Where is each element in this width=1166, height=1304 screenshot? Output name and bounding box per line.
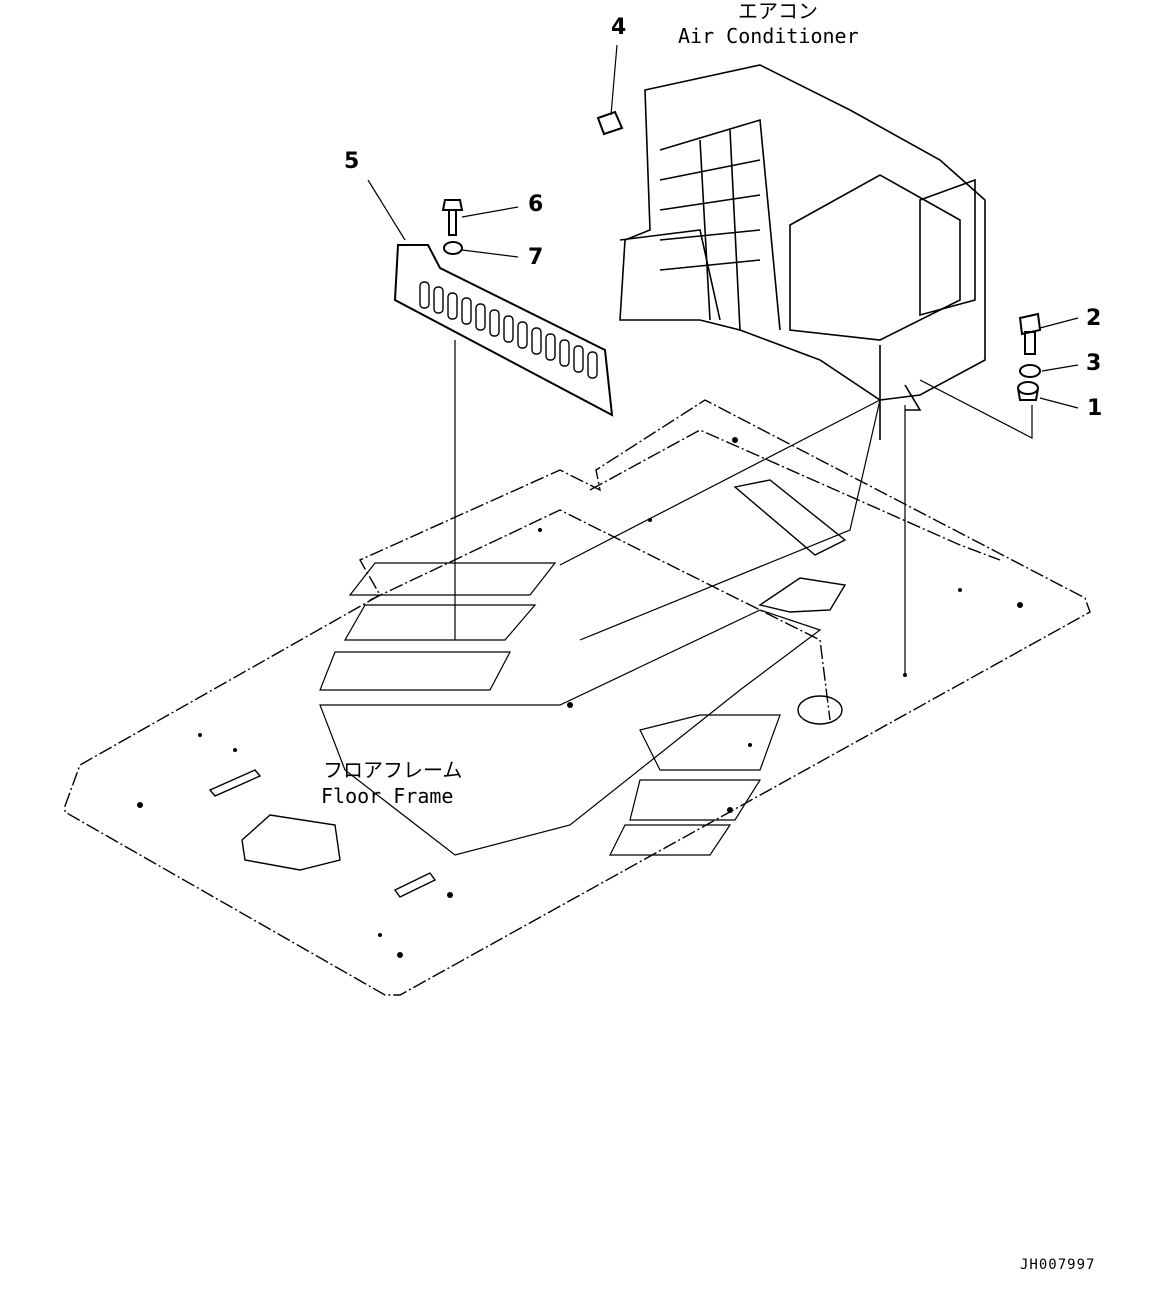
part-6-bolt bbox=[441, 199, 464, 236]
floor-frame-label-jp: フロアフレーム bbox=[323, 758, 463, 782]
part-3-washer bbox=[1019, 364, 1041, 378]
part-4-cap bbox=[596, 110, 624, 136]
air-conditioner-label-en: Air Conditioner bbox=[678, 24, 859, 48]
callout-4: 4 bbox=[611, 15, 627, 40]
watermark-logo bbox=[319, 562, 822, 856]
part-2-bolt bbox=[1018, 312, 1042, 355]
air-conditioner-label-jp: エアコン bbox=[738, 0, 818, 23]
part-7-washer bbox=[443, 241, 463, 255]
callout-7: 7 bbox=[528, 245, 544, 270]
drawing-code: JH007997 bbox=[1020, 1257, 1096, 1273]
leader-lines bbox=[367, 44, 1079, 675]
part-1-nut bbox=[1017, 381, 1039, 401]
callout-5: 5 bbox=[344, 149, 360, 174]
air-conditioner-unit bbox=[619, 64, 986, 440]
callout-2: 2 bbox=[1086, 306, 1102, 331]
callout-1: 1 bbox=[1087, 396, 1103, 421]
part-5-panel bbox=[393, 244, 614, 417]
callout-6: 6 bbox=[528, 192, 544, 217]
floor-frame bbox=[64, 399, 1091, 996]
floor-frame-label-en: Floor Frame bbox=[321, 784, 454, 808]
callout-3: 3 bbox=[1086, 351, 1102, 376]
